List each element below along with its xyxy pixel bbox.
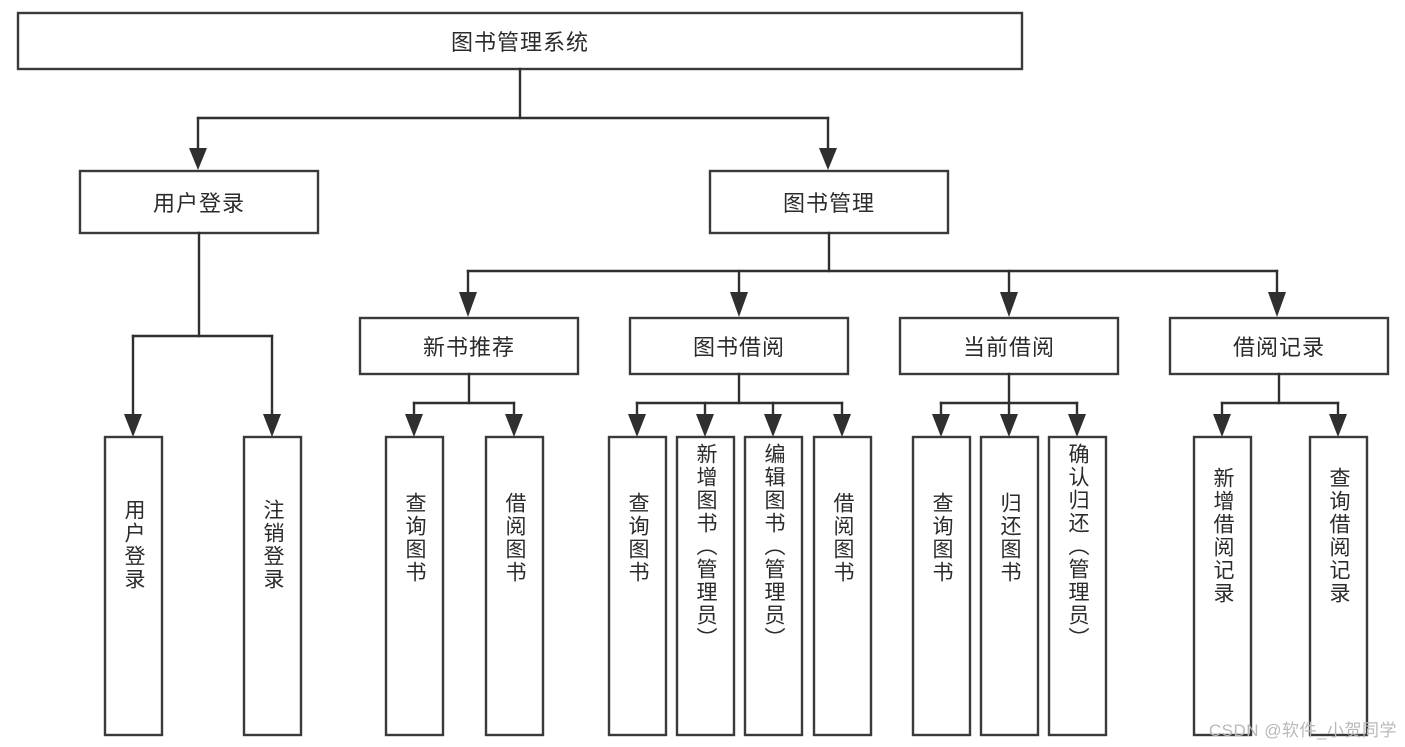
node-current-borrow[interactable]: [898, 316, 1120, 376]
node-leaf-newbook-1[interactable]: [384, 435, 445, 737]
node-leaf-borrowrecord-1[interactable]: [1192, 435, 1253, 737]
arrow-icon-bookborrow-leaf-1: [628, 414, 646, 437]
node-book-management[interactable]: [708, 169, 950, 235]
arrow-icon-currentborrow-leaf-2: [1000, 414, 1018, 437]
arrow-icon-currentborrow-leaf-1: [932, 414, 950, 437]
arrow-icon-to-user-login: [189, 148, 207, 170]
arrow-icon-bookborrow-leaf-2: [696, 414, 714, 437]
node-leaf-bookborrow-3[interactable]: [743, 435, 804, 737]
arrow-icon-to-book-borrow: [730, 292, 748, 317]
arrow-icon-currentborrow-leaf-3: [1068, 414, 1086, 437]
arrow-icon-to-current-borrow: [1000, 292, 1018, 317]
arrow-icon-userlogin-leaf-1: [124, 414, 142, 437]
node-root[interactable]: [16, 11, 1024, 71]
watermark-label: CSDN @软件_小贺同学: [1208, 721, 1397, 740]
arrow-icon-newbook-leaf-1: [405, 414, 423, 437]
arrow-icon-borrowrecord-leaf-2: [1329, 414, 1347, 437]
arrow-icon-userlogin-leaf-2: [263, 414, 281, 437]
node-leaf-currentborrow-2[interactable]: [979, 435, 1040, 737]
arrow-icon-to-book-mgmt: [819, 148, 837, 170]
node-leaf-bookborrow-2[interactable]: [675, 435, 736, 737]
node-new-book-recommend[interactable]: [358, 316, 580, 376]
node-leaf-newbook-2[interactable]: [484, 435, 545, 737]
arrow-icon-to-borrow-record: [1268, 292, 1286, 317]
node-leaf-bookborrow-1[interactable]: [607, 435, 668, 737]
node-borrow-record[interactable]: [1168, 316, 1390, 376]
arrow-icon-newbook-leaf-2: [505, 414, 523, 437]
node-leaf-user-login-1[interactable]: [103, 435, 164, 737]
node-leaf-user-login-2[interactable]: [242, 435, 303, 737]
node-leaf-currentborrow-3[interactable]: [1047, 435, 1108, 737]
arrow-icon-borrowrecord-leaf-1: [1213, 414, 1231, 437]
arrow-icon-bookborrow-leaf-3: [764, 414, 782, 437]
arrow-icon-to-new-book: [459, 292, 477, 317]
node-leaf-borrowrecord-2[interactable]: [1308, 435, 1369, 737]
arrow-icon-bookborrow-leaf-4: [833, 414, 851, 437]
node-book-borrow[interactable]: [628, 316, 850, 376]
node-user-login[interactable]: [78, 169, 320, 235]
node-leaf-currentborrow-1[interactable]: [911, 435, 972, 737]
node-leaf-bookborrow-4[interactable]: [812, 435, 873, 737]
